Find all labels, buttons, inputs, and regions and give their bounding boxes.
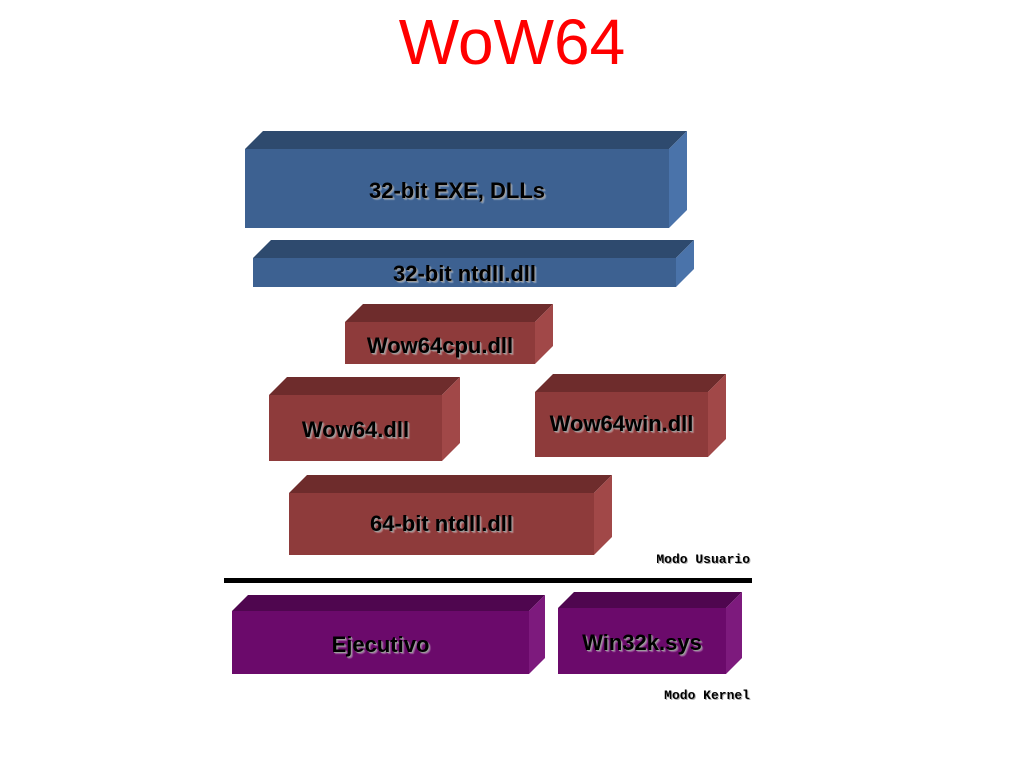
- block-side-face: [669, 131, 687, 228]
- block-shape: [535, 374, 726, 457]
- block-side-face: [594, 475, 612, 555]
- mode-label-kernel: Modo Kernel: [664, 688, 750, 703]
- block-front-face: [232, 611, 529, 674]
- block-label-wow64cpu: Wow64cpu.dll: [366, 333, 514, 358]
- block-front-face: [245, 149, 669, 228]
- block-shape: [289, 475, 612, 555]
- block-shape: [558, 592, 742, 674]
- block-wow64win: Wow64win.dll: [535, 374, 726, 457]
- block-front-face: [253, 258, 676, 287]
- block-front-face: [558, 608, 726, 674]
- block-ejecutivo: Ejecutivo: [232, 595, 545, 674]
- block-exe-dlls: 32-bit EXE, DLLs: [245, 131, 687, 228]
- block-top-face: [253, 240, 694, 258]
- block-side-face: [442, 377, 460, 461]
- block-side-face: [726, 592, 742, 674]
- block-top-face: [269, 377, 460, 395]
- block-front-face: [289, 493, 594, 555]
- user-kernel-divider: [224, 578, 752, 583]
- block-shape: [345, 304, 553, 364]
- block-wow64cpu: Wow64cpu.dll: [345, 304, 553, 364]
- block-label-wow64win: Wow64win.dll: [549, 411, 694, 436]
- block-label-ejecutivo: Ejecutivo: [331, 632, 430, 657]
- mode-label-user: Modo Usuario: [656, 552, 750, 567]
- block-top-face: [232, 595, 545, 611]
- block-shape: [245, 131, 687, 228]
- block-ntdll-64: 64-bit ntdll.dll: [289, 475, 612, 555]
- block-shape: [269, 377, 460, 461]
- block-label-wow64: Wow64.dll: [301, 417, 410, 442]
- block-side-face: [535, 304, 553, 364]
- block-top-face: [345, 304, 553, 322]
- block-label-ntdll-64: 64-bit ntdll.dll: [370, 511, 513, 536]
- block-label-win32k: Win32k.sys: [582, 630, 702, 655]
- block-shape: [253, 240, 694, 287]
- block-front-face: [535, 392, 708, 457]
- block-win32k: Win32k.sys: [558, 592, 742, 674]
- block-top-face: [245, 131, 687, 149]
- block-side-face: [708, 374, 726, 457]
- block-side-face: [529, 595, 545, 674]
- block-front-face: [269, 395, 442, 461]
- block-side-face: [676, 240, 694, 287]
- block-top-face: [535, 374, 726, 392]
- block-top-face: [289, 475, 612, 493]
- block-shape: [232, 595, 545, 674]
- block-label-ntdll-32: 32-bit ntdll.dll: [393, 261, 536, 286]
- block-front-face: [345, 322, 535, 364]
- slide-title: WoW64: [398, 6, 626, 78]
- block-top-face: [558, 592, 742, 608]
- block-wow64: Wow64.dll: [269, 377, 460, 461]
- block-label-exe-dlls: 32-bit EXE, DLLs: [368, 178, 546, 203]
- block-ntdll-32: 32-bit ntdll.dll: [253, 240, 694, 287]
